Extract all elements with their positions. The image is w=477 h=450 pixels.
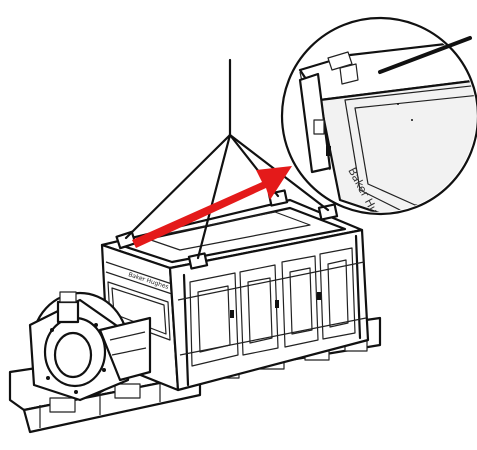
red-direction-arrow xyxy=(132,166,292,248)
enclosure-side xyxy=(168,228,370,392)
turbine-unit xyxy=(28,291,152,402)
detail-inset: Baker Hughes xyxy=(280,16,477,216)
